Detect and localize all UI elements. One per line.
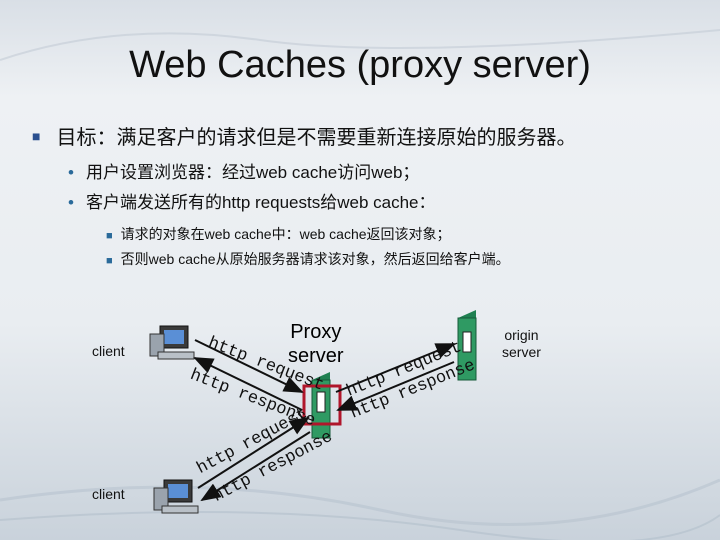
arrow-request-client1 — [194, 339, 304, 393]
arrow-request-client2 — [197, 416, 310, 489]
dot-bullet-icon: • — [68, 163, 74, 182]
square-bullet-icon: ■ — [32, 128, 41, 144]
sub-bullet-1-text: 请求的对象在web cache中：web cache返回该对象； — [120, 226, 451, 242]
client-label-bottom: client — [92, 486, 125, 502]
client-computer-icon — [149, 325, 195, 360]
goal-text: 目标：满足客户的请求但是不需要重新连接原始的服务器。 — [56, 127, 577, 149]
proxy-label-line1: Proxy — [290, 321, 342, 343]
square-bullet-icon: ■ — [106, 230, 113, 242]
client-label-top: client — [92, 343, 125, 359]
square-bullet-icon: ■ — [106, 255, 113, 267]
origin-label-line1: origin — [504, 327, 539, 343]
client-computer-icon — [153, 479, 199, 514]
proxy-server-icon — [302, 372, 342, 439]
arrow-request-origin — [335, 343, 456, 393]
sub-bullet-2: ■ 否则web cache从原始服务器请求该对象，然后返回给客户端。 — [106, 249, 510, 269]
goal-line: ■ 目标：满足客户的请求但是不需要重新连接原始的服务器。 — [32, 121, 576, 150]
bullet-1: • 用户设置浏览器：经过web cache访问web； — [68, 158, 419, 183]
bullet-2-text: 客户端发送所有的http requests给web cache： — [85, 193, 436, 212]
dot-bullet-icon: • — [68, 193, 74, 212]
arrow-response-origin — [336, 361, 455, 411]
slide-title: Web Caches (proxy server) — [129, 44, 591, 86]
proxy-server-label: Proxy server — [288, 320, 344, 368]
origin-server-label: origin server — [502, 327, 541, 361]
sub-bullet-1: ■ 请求的对象在web cache中：web cache返回该对象； — [106, 224, 451, 244]
arrow-response-client2 — [200, 431, 311, 502]
proxy-label-line2: server — [288, 345, 344, 367]
sub-bullet-2-text: 否则web cache从原始服务器请求该对象，然后返回给客户端。 — [120, 251, 510, 267]
origin-server-icon — [457, 310, 477, 381]
bullet-2: • 客户端发送所有的http requests给web cache： — [68, 188, 436, 213]
bullet-1-text: 用户设置浏览器：经过web cache访问web； — [85, 163, 420, 182]
origin-label-line2: server — [502, 344, 541, 360]
arrow-response-client1 — [193, 357, 303, 411]
